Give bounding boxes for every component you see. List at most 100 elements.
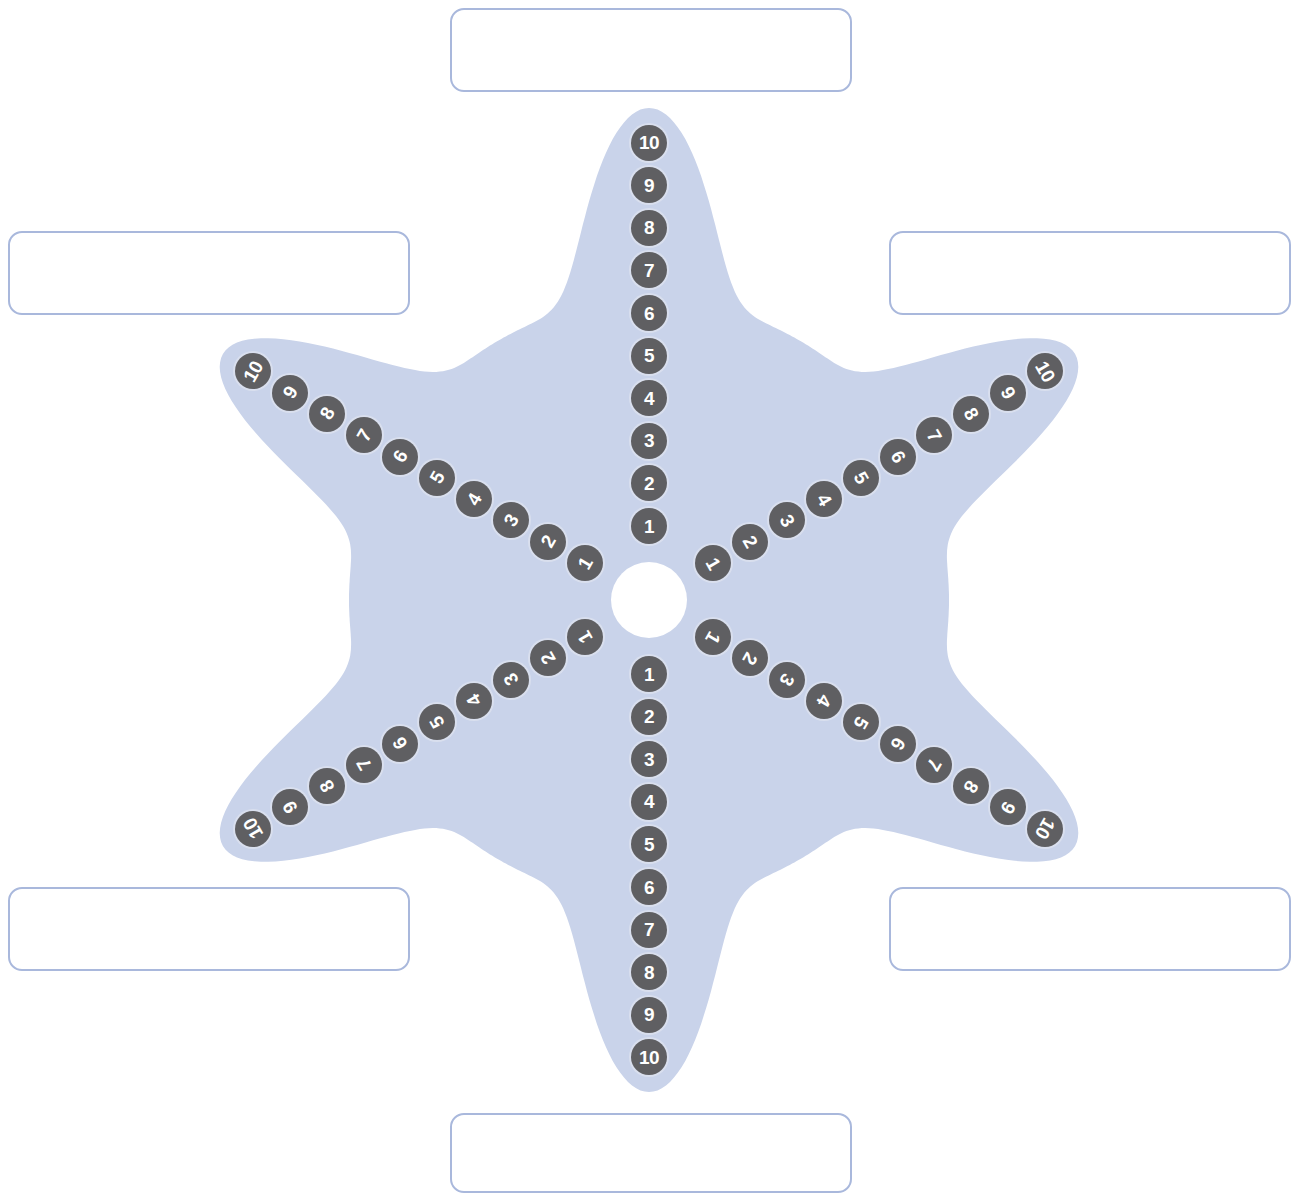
blank-box bbox=[890, 232, 1290, 314]
number-circle: 6 bbox=[880, 726, 916, 762]
callout-number: 4 bbox=[813, 692, 834, 710]
callout-number: 3 bbox=[776, 511, 797, 529]
callout-number: 9 bbox=[997, 798, 1018, 816]
number-circle: 7 bbox=[346, 417, 382, 453]
callout-number: 3 bbox=[500, 511, 521, 529]
callout-number: 6 bbox=[390, 447, 411, 465]
callout-number: 10 bbox=[1032, 815, 1059, 842]
callout-number: 4 bbox=[463, 692, 484, 710]
blank-box bbox=[9, 232, 409, 314]
number-circle: 3 bbox=[769, 662, 805, 698]
number-circle: 9 bbox=[631, 997, 667, 1033]
callout-number: 1 bbox=[644, 517, 654, 536]
number-circle: 3 bbox=[493, 662, 529, 698]
callout-number: 2 bbox=[644, 474, 654, 493]
number-circle: 3 bbox=[631, 741, 667, 777]
callout-number: 10 bbox=[1032, 358, 1059, 385]
callout-number: 10 bbox=[639, 1048, 659, 1067]
callout-number: 1 bbox=[574, 628, 595, 646]
callout-number: 8 bbox=[961, 405, 982, 423]
callout-number: 1 bbox=[574, 554, 595, 572]
callout-number: 8 bbox=[644, 963, 654, 982]
number-circle: 4 bbox=[806, 481, 842, 517]
callout-number: 8 bbox=[316, 777, 337, 795]
callout-number: 5 bbox=[850, 469, 871, 487]
number-circle: 10 bbox=[235, 353, 271, 389]
callout-number: 1 bbox=[644, 665, 654, 684]
callout-number: 2 bbox=[537, 649, 558, 667]
number-circle: 7 bbox=[631, 912, 667, 948]
callout-number: 3 bbox=[500, 670, 521, 688]
number-circle: 8 bbox=[309, 768, 345, 804]
number-circle: 1 bbox=[695, 619, 731, 655]
number-circle: 5 bbox=[631, 338, 667, 374]
number-circle: 5 bbox=[843, 704, 879, 740]
number-circle: 2 bbox=[732, 640, 768, 676]
number-circle: 2 bbox=[631, 699, 667, 735]
number-circle: 1 bbox=[631, 656, 667, 692]
number-circle: 6 bbox=[631, 869, 667, 905]
callout-number: 8 bbox=[644, 218, 654, 237]
callout-number: 3 bbox=[644, 750, 654, 769]
callout-number: 4 bbox=[644, 389, 654, 408]
number-circle: 5 bbox=[419, 460, 455, 496]
callout-number: 10 bbox=[240, 815, 267, 842]
number-circle: 1 bbox=[631, 508, 667, 544]
number-circle: 8 bbox=[309, 396, 345, 432]
callout-number: 4 bbox=[644, 792, 654, 811]
number-circle: 7 bbox=[916, 747, 952, 783]
number-circle: 2 bbox=[530, 524, 566, 560]
blank-box bbox=[451, 1114, 851, 1192]
number-circle: 4 bbox=[631, 784, 667, 820]
callout-number: 9 bbox=[279, 383, 300, 401]
number-circle: 7 bbox=[346, 747, 382, 783]
callout-number: 8 bbox=[961, 777, 982, 795]
number-circle: 1 bbox=[567, 619, 603, 655]
number-circle: 9 bbox=[631, 167, 667, 203]
number-circle: 10 bbox=[1027, 811, 1063, 847]
number-circle: 9 bbox=[272, 789, 308, 825]
callout-number: 10 bbox=[240, 358, 267, 385]
callout-number: 3 bbox=[644, 431, 654, 450]
number-circle: 10 bbox=[235, 811, 271, 847]
callout-number: 9 bbox=[644, 176, 654, 195]
callout-number: 8 bbox=[316, 405, 337, 423]
number-circle: 3 bbox=[631, 423, 667, 459]
callout-number: 7 bbox=[924, 756, 945, 774]
callout-number: 1 bbox=[702, 628, 723, 646]
callout-number: 6 bbox=[390, 734, 411, 752]
number-circle: 3 bbox=[769, 502, 805, 538]
number-circle: 4 bbox=[631, 380, 667, 416]
callout-number: 10 bbox=[639, 133, 659, 152]
callout-number: 9 bbox=[644, 1005, 654, 1024]
number-circle: 8 bbox=[953, 396, 989, 432]
callout-number: 1 bbox=[702, 554, 723, 572]
number-circle: 4 bbox=[456, 683, 492, 719]
number-circle: 9 bbox=[990, 375, 1026, 411]
callout-number: 2 bbox=[739, 649, 760, 667]
callout-number: 2 bbox=[739, 533, 760, 551]
number-circle: 6 bbox=[880, 439, 916, 475]
number-circle: 4 bbox=[806, 683, 842, 719]
callout-number: 9 bbox=[279, 798, 300, 816]
number-circle: 6 bbox=[631, 295, 667, 331]
blank-box bbox=[451, 9, 851, 91]
number-circle: 1 bbox=[695, 545, 731, 581]
number-circle: 8 bbox=[631, 954, 667, 990]
callout-number: 2 bbox=[644, 707, 654, 726]
callout-number: 2 bbox=[537, 533, 558, 551]
callout-number: 5 bbox=[427, 713, 448, 731]
callout-number: 7 bbox=[924, 426, 945, 444]
callout-number: 6 bbox=[887, 447, 908, 465]
callout-number: 4 bbox=[463, 490, 484, 508]
number-circle: 10 bbox=[631, 125, 667, 161]
number-circle: 6 bbox=[382, 726, 418, 762]
blank-box bbox=[9, 888, 409, 970]
callout-number: 4 bbox=[813, 490, 834, 508]
callout-number: 5 bbox=[644, 835, 654, 854]
number-circle: 6 bbox=[382, 439, 418, 475]
number-circle: 2 bbox=[732, 524, 768, 560]
callout-number: 5 bbox=[850, 713, 871, 731]
number-circle: 8 bbox=[631, 210, 667, 246]
callout-number: 6 bbox=[644, 878, 654, 897]
